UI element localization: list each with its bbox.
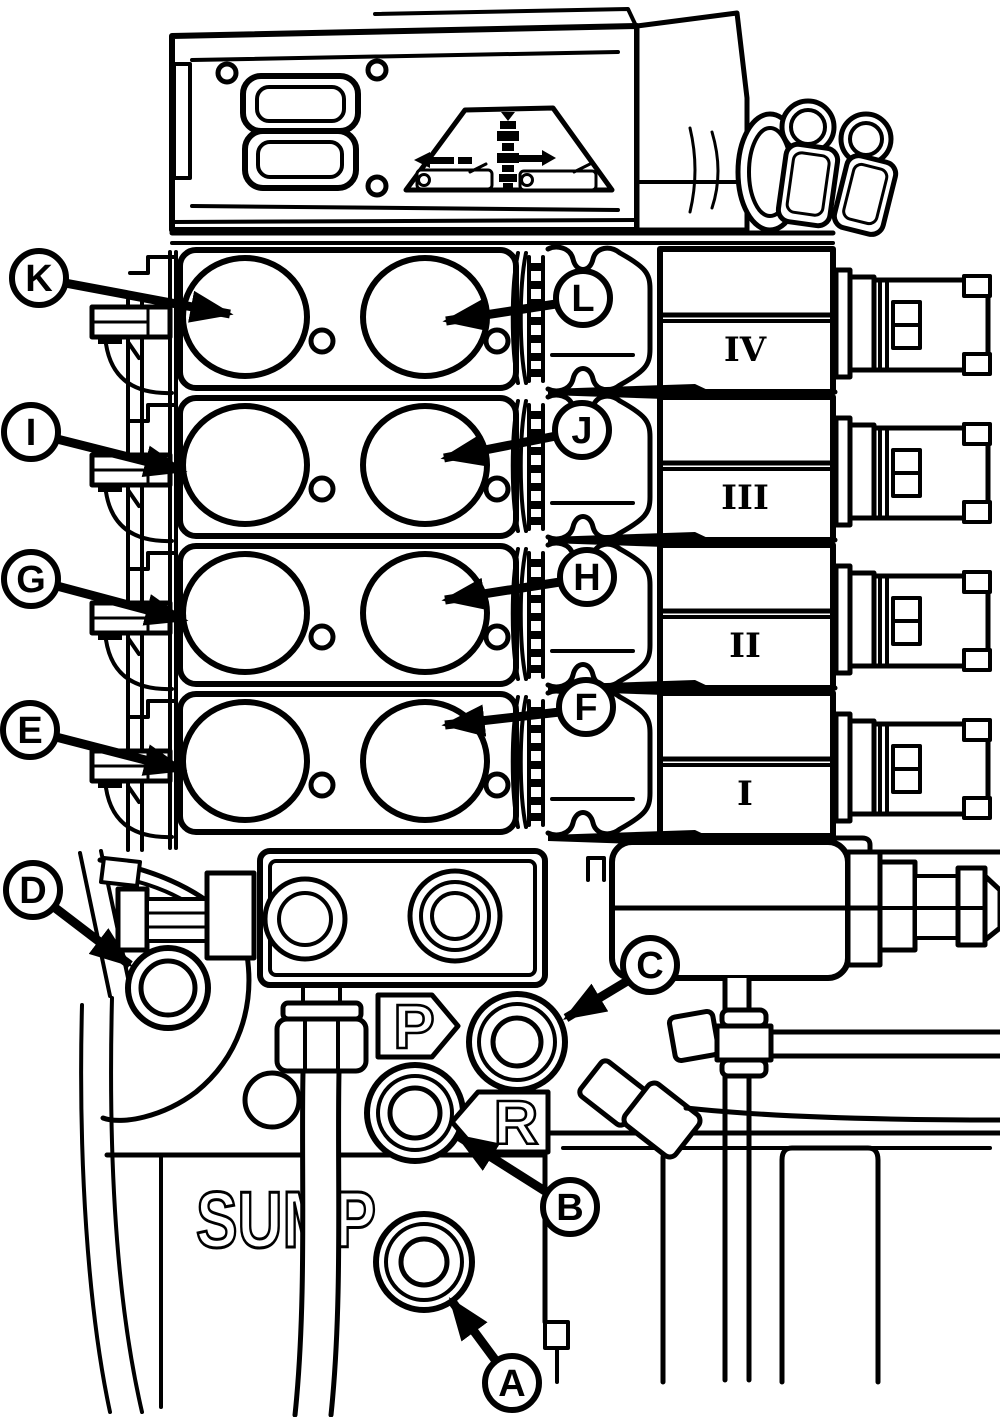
port-D-ring [125,945,211,1031]
valve-section-3: II [89,540,992,692]
svg-text:C: C [636,945,663,987]
return-tag: R [449,1088,551,1159]
valve-section-2: III [89,392,992,544]
electrical-connector [871,570,992,672]
callout-I: I [1,402,188,478]
bolt-hole-icon [308,475,336,503]
port-bore-icon [180,699,310,823]
section-numeral: III [721,478,769,518]
tube-fittings [577,1007,1000,1160]
hose-dust-cap [831,111,899,237]
mounting-clamp [89,551,178,692]
bolt-hole-icon [308,623,336,651]
bolt-hole-icon [483,327,511,355]
svg-text:I: I [26,412,37,454]
svg-text:J: J [571,410,592,452]
callout-L: L [442,268,613,331]
return-tag-label: R [494,1089,539,1158]
callout-A: A [447,1297,542,1413]
cylinder-icon [415,162,494,191]
manifold-port-icon [407,868,503,964]
port-B-ring [364,1062,466,1164]
mounting-clamp [89,255,178,396]
solenoid-collar [833,711,877,824]
callout-D: D [3,860,133,969]
tube-nut [274,983,369,1074]
solenoid-collar [833,563,877,676]
section-numeral: II [729,626,761,666]
solenoid: I [657,690,836,839]
section-joint [510,547,545,681]
port-C-ring [466,991,568,1093]
solenoid-collar [833,267,877,380]
electrical-connector [871,274,992,376]
electrical-connector [871,422,992,524]
port-bore-icon [180,551,310,675]
callout-F: F [441,677,616,737]
svg-text:L: L [571,278,594,320]
screw-hole-icon [365,58,389,82]
callout-K: K [9,248,234,323]
port-bore-icon [180,255,310,379]
callout-C: C [562,935,680,1022]
bolt-hole-icon [308,771,336,799]
solenoid: IV [657,246,836,395]
pressure-tag: P [375,992,461,1063]
port-bore-icon [360,403,490,527]
svg-text:G: G [16,559,46,601]
clamp-eye-icon [242,1070,302,1130]
section-joint [510,399,545,533]
section-boundaries [548,384,838,846]
callout-J: J [440,400,612,467]
svg-text:K: K [25,258,53,300]
svg-text:B: B [556,1187,583,1229]
cylinder-icon [518,162,598,192]
port-bore-icon [360,551,490,675]
bolt-hole-icon [483,475,511,503]
solenoid: II [657,542,836,691]
hoses [79,996,342,1417]
mounting-clamp [89,403,178,544]
callout-G: G [1,549,189,626]
inlet-housing [634,10,750,233]
callout-H: H [441,547,617,610]
callouts: K L I J G H E [0,248,680,1413]
callout-E: E [0,700,188,776]
svg-text:E: E [17,710,42,752]
warning-decal [403,105,615,193]
extend-arrow-icon [512,150,556,166]
svg-text:D: D [19,870,46,912]
section-numeral: IV [724,330,767,370]
outlet-manifold [257,848,548,988]
electrical-connector [871,718,992,820]
pressure-tag-label: P [393,993,434,1062]
svg-text:A: A [498,1363,525,1405]
port-A-ring [373,1211,475,1313]
spring-housing [545,244,653,394]
top-cover-plate [169,7,899,245]
manifold-port-icon [262,876,348,962]
lever-icon [497,112,519,189]
callout-B: B [454,1132,600,1237]
lower-assembly: SUMP [78,835,1000,1417]
sump-embossed-label: SUMP [196,1175,376,1264]
solenoid-collar [833,415,877,528]
bolt-hole-icon [483,771,511,799]
port-bore-icon [180,403,310,527]
retract-arrow-icon [414,152,472,168]
bolt-hole-icon [483,623,511,651]
solenoid: III [657,394,836,543]
bolt-hole-icon [308,327,336,355]
return-line-bracket [78,849,252,1123]
hose-dust-cap [775,98,841,229]
svg-text:H: H [573,557,600,599]
figure-eight-emblem [240,73,361,191]
svg-text:F: F [574,687,597,729]
screw-hole-icon [365,174,389,198]
plate-edge-tab [172,62,192,180]
screw-hole-icon [215,61,239,85]
valve-section-1: IV [89,244,992,396]
section-numeral: I [737,774,753,814]
